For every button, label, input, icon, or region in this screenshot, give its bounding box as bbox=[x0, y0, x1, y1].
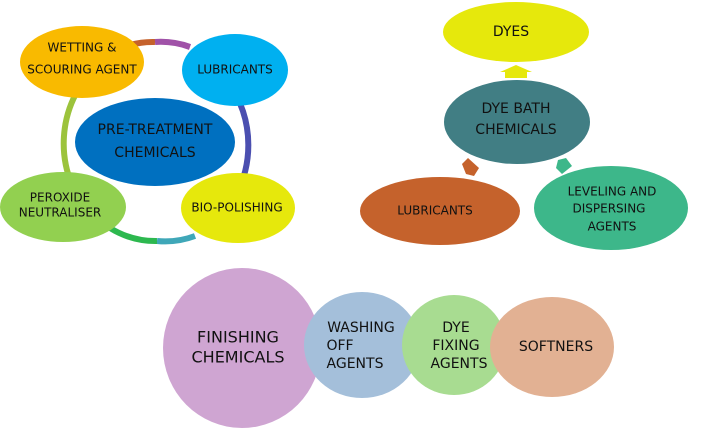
finishing-label-1: FINISHING bbox=[197, 328, 279, 347]
arrow-up-icon bbox=[500, 65, 532, 78]
node-dyebath-center: DYE BATH CHEMICALS bbox=[444, 80, 590, 164]
fixing-label-1: DYE bbox=[442, 320, 469, 336]
biopolishing-label: BIO-POLISHING bbox=[191, 201, 282, 215]
arrow-lubricants-icon bbox=[462, 158, 479, 176]
ring-segment bbox=[156, 233, 197, 245]
softners-label: SOFTNERS bbox=[519, 339, 593, 355]
lubricants-label: LUBRICANTS bbox=[197, 63, 273, 77]
node-washing: WASHING OFF AGENTS bbox=[304, 292, 420, 398]
node-lubricants-pretreatment: LUBRICANTS bbox=[182, 34, 288, 106]
pretreatment-label-1: PRE-TREATMENT bbox=[98, 122, 213, 138]
node-wetting: WETTING & SCOURING AGENT bbox=[20, 26, 144, 98]
leveling-label-3: AGENTS bbox=[588, 220, 637, 234]
finishing-label-2: CHEMICALS bbox=[191, 348, 284, 367]
node-biopolishing: BIO-POLISHING bbox=[181, 173, 295, 243]
node-pretreatment-center: PRE-TREATMENT CHEMICALS bbox=[75, 98, 235, 186]
dyebath-label-1: DYE BATH bbox=[481, 101, 550, 117]
dyebath-label-2: CHEMICALS bbox=[475, 122, 557, 138]
node-lubricants-dyebath: LUBRICANTS bbox=[360, 177, 520, 245]
lubricants-dyebath-label: LUBRICANTS bbox=[397, 204, 473, 218]
node-softners: SOFTNERS bbox=[490, 297, 614, 397]
node-dyes: DYES bbox=[443, 2, 589, 62]
ring-segment bbox=[154, 38, 192, 50]
node-fixing: DYE FIXING AGENTS bbox=[402, 295, 506, 395]
node-finishing: FINISHING CHEMICALS bbox=[163, 268, 321, 428]
leveling-label-2: DISPERSING bbox=[573, 202, 646, 216]
wetting-label-2: SCOURING AGENT bbox=[27, 63, 137, 77]
wetting-label-1: WETTING & bbox=[48, 41, 117, 55]
node-leveling: LEVELING AND DISPERSING AGENTS bbox=[534, 166, 688, 250]
peroxide-label-1: PEROXIDE bbox=[30, 191, 90, 205]
pretreatment-label-2: CHEMICALS bbox=[114, 145, 196, 161]
node-peroxide: PEROXIDE NEUTRALISER bbox=[0, 172, 126, 242]
washing-label-1: WASHING bbox=[327, 320, 395, 336]
dyes-label: DYES bbox=[493, 24, 529, 40]
ring-segment bbox=[108, 225, 158, 245]
peroxide-label-2: NEUTRALISER bbox=[19, 206, 102, 220]
fixing-label-3: AGENTS bbox=[431, 356, 488, 372]
washing-label-3: AGENTS bbox=[327, 356, 384, 372]
fixing-label-2: FIXING bbox=[432, 338, 479, 354]
leveling-label-1: LEVELING AND bbox=[568, 185, 657, 199]
washing-label-2: OFF bbox=[326, 338, 353, 354]
arrow-leveling-icon bbox=[556, 158, 572, 174]
